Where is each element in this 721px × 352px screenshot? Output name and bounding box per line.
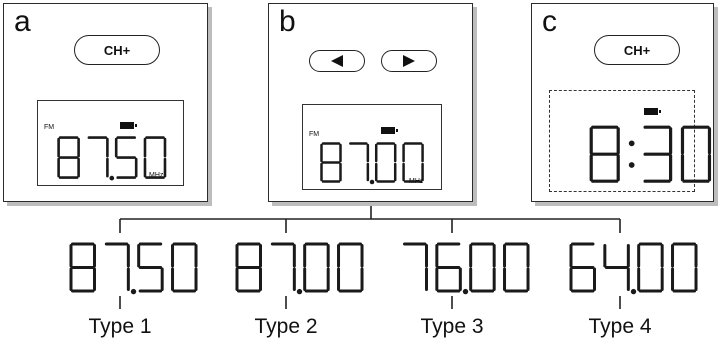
- panel-a: a CH+ FM MHz: [3, 3, 208, 202]
- digit-7: [270, 242, 296, 291]
- digit-0: [143, 136, 167, 179]
- digit-0: [374, 142, 397, 183]
- digit-8: [69, 242, 96, 293]
- digit-8: [320, 142, 342, 183]
- digit-7: [87, 136, 109, 178]
- decimal-point: [369, 179, 375, 185]
- digit-7: [402, 242, 428, 291]
- digit-0: [637, 242, 664, 293]
- colon-dot: [628, 162, 635, 168]
- type-4-label: Type 4: [588, 315, 652, 338]
- digit-0: [337, 242, 364, 293]
- right-arrow-icon: [403, 55, 415, 67]
- unit-label: MHz: [409, 178, 424, 185]
- battery-icon: [644, 108, 661, 115]
- band-label: FM: [44, 124, 55, 131]
- frequency-readout: [320, 142, 424, 185]
- digit-8: [589, 125, 620, 183]
- digit-8: [57, 136, 80, 179]
- decimal-point: [630, 288, 637, 295]
- band-label: FM: [309, 131, 320, 138]
- type-1-readout: [69, 242, 198, 295]
- digit-0: [171, 242, 198, 293]
- decimal-point: [296, 288, 303, 295]
- ch-plus-button[interactable]: CH+: [594, 35, 680, 65]
- digit-7: [104, 242, 130, 291]
- type-4-readout: [569, 242, 698, 295]
- type-3-label: Type 3: [420, 315, 484, 338]
- battery-icon: [381, 127, 398, 134]
- type-1-label: Type 1: [88, 315, 152, 338]
- digit-6: [569, 242, 596, 293]
- digit-3: [643, 125, 673, 183]
- panel-a-letter: a: [14, 5, 31, 38]
- decimal-point: [130, 288, 137, 295]
- lcd-display-a: FM MHz: [37, 100, 184, 186]
- left-arrow-icon: [331, 55, 343, 67]
- digit-7: [349, 142, 370, 182]
- digit-4: [603, 244, 630, 291]
- digit-0: [469, 242, 496, 293]
- digit-0: [402, 142, 424, 183]
- unit-label: MHz: [149, 172, 164, 179]
- panel-c: c CH+: [531, 3, 714, 202]
- decimal-point: [462, 288, 469, 295]
- type-2-label: Type 2: [254, 315, 318, 338]
- digit-0: [680, 125, 712, 183]
- type-3-readout: [402, 242, 530, 295]
- digit-0: [303, 242, 330, 293]
- digit-5: [137, 242, 164, 293]
- lcd-display-b: FM MHz: [302, 104, 442, 190]
- battery-icon: [120, 122, 137, 129]
- colon-dot: [628, 140, 635, 147]
- digit-0: [671, 242, 698, 293]
- tune-left-button[interactable]: [309, 50, 365, 72]
- tune-right-button[interactable]: [381, 50, 437, 72]
- panel-c-letter: c: [542, 5, 557, 38]
- ch-plus-button[interactable]: CH+: [74, 35, 160, 65]
- digit-6: [435, 242, 462, 293]
- decimal-point: [109, 175, 115, 181]
- digit-8: [235, 242, 262, 293]
- panel-b: b FM MHz: [268, 3, 473, 202]
- frequency-readout: [57, 136, 167, 181]
- clock-readout: [589, 125, 712, 183]
- digit-5: [114, 136, 138, 179]
- lcd-display-c: [549, 90, 712, 192]
- panel-b-letter: b: [279, 5, 296, 38]
- type-2-readout: [235, 242, 364, 295]
- digit-0: [503, 242, 530, 293]
